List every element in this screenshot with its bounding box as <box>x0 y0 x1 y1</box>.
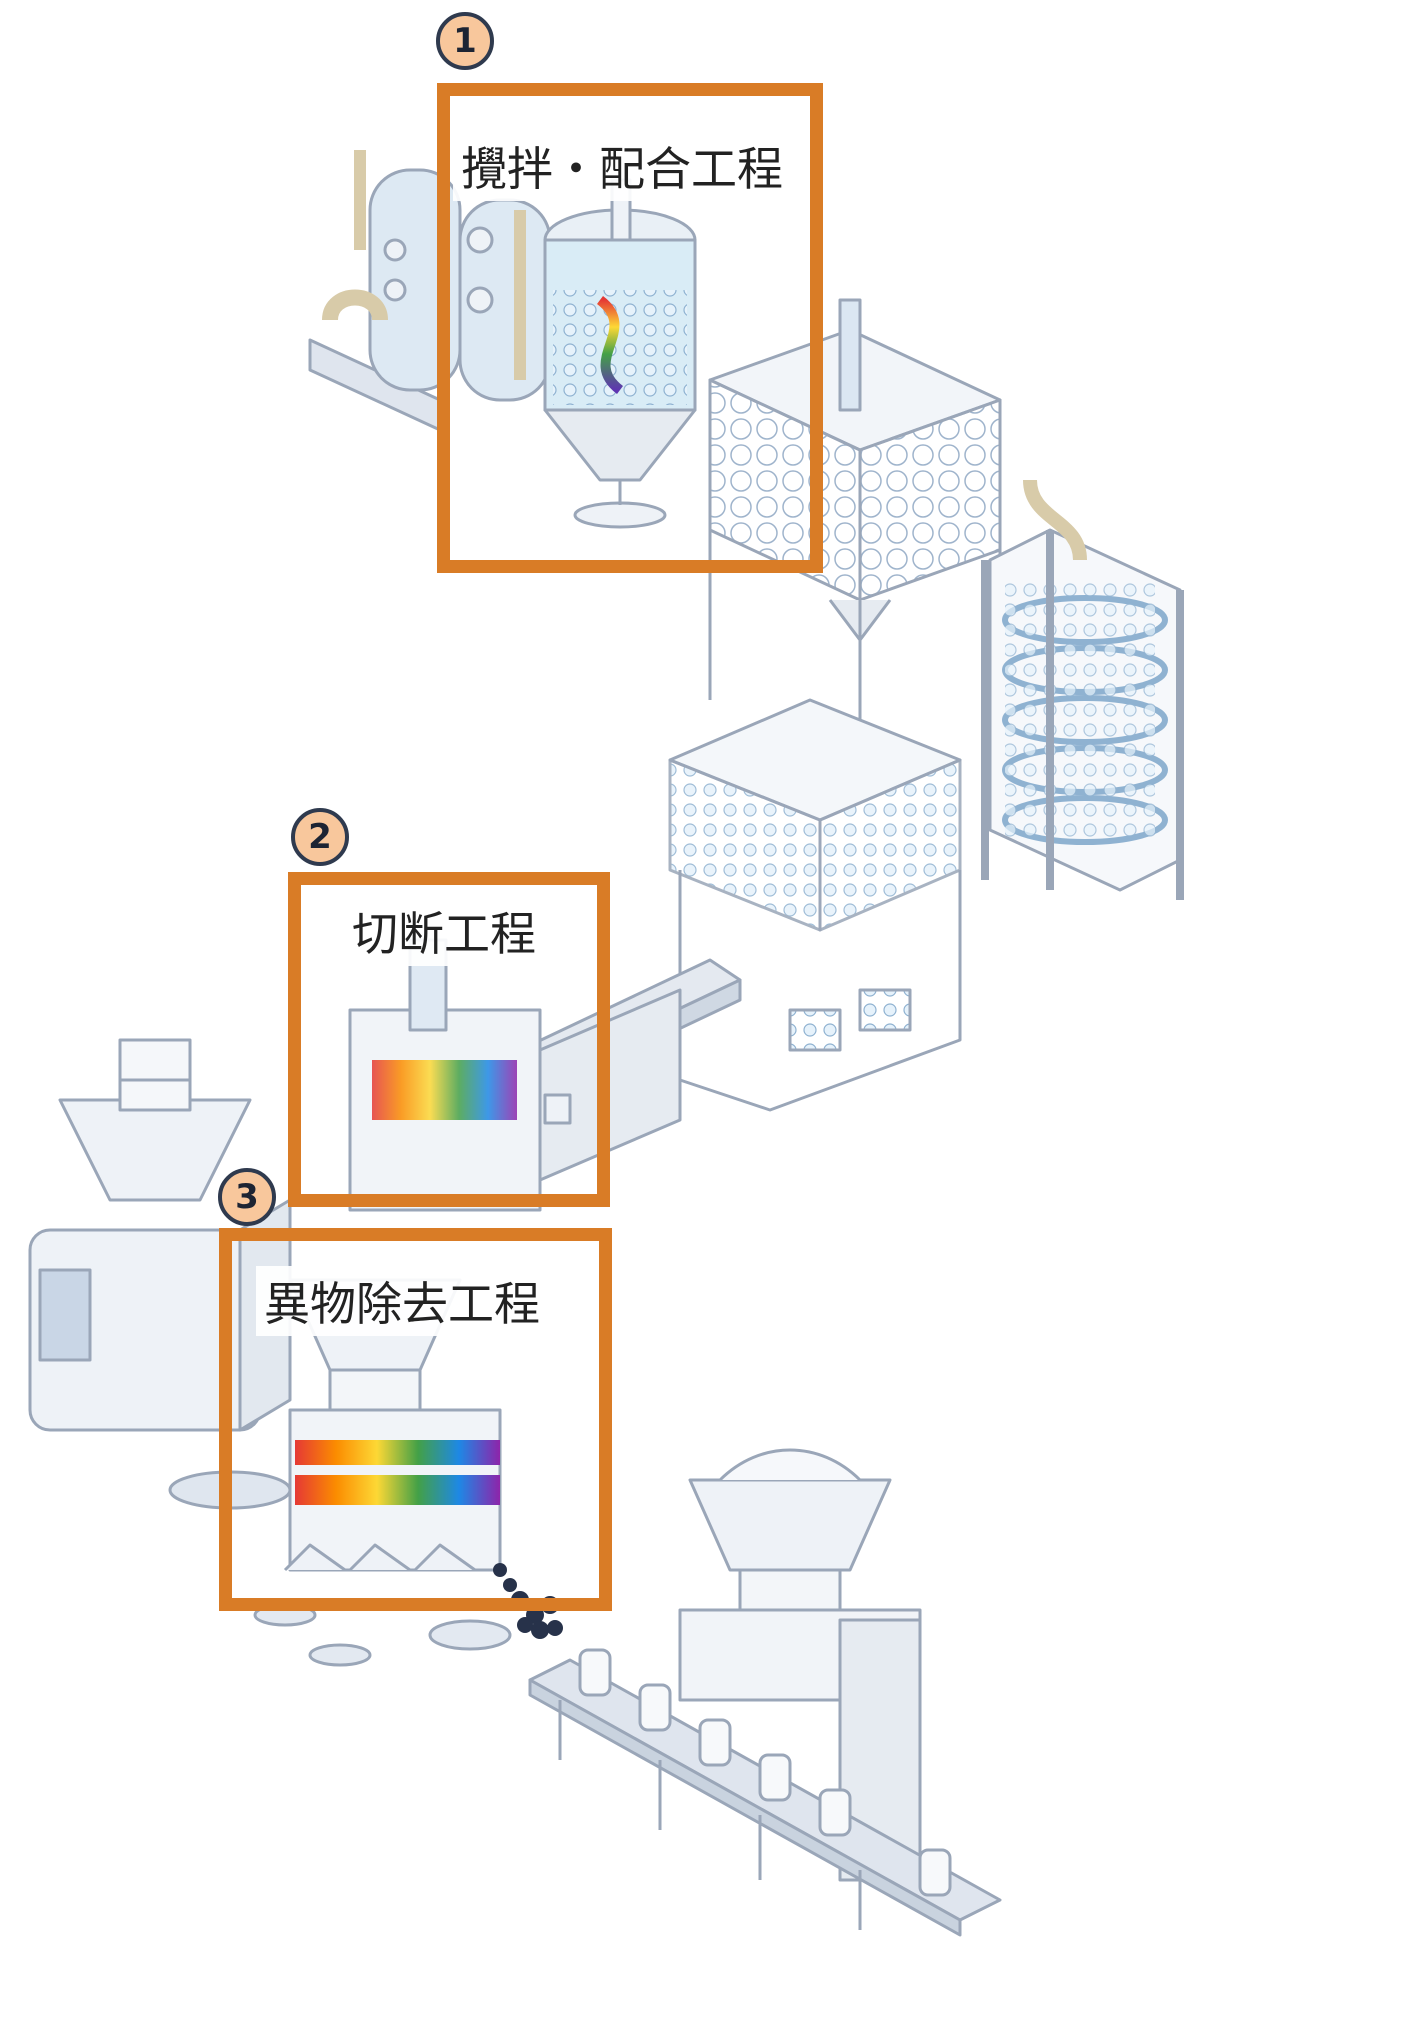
step-2-number: 2 <box>308 817 332 857</box>
step-3-label: 異物除去工程 <box>256 1266 548 1336</box>
step-1-number: 1 <box>453 21 477 61</box>
step-2-badge: 2 <box>291 808 349 866</box>
step-2-frame <box>288 872 610 1207</box>
step-3-number: 3 <box>235 1177 259 1217</box>
step-2-label: 切断工程 <box>344 896 544 966</box>
step-1-frame <box>437 83 823 573</box>
step-1-label: 攪拌・配合工程 <box>453 131 791 201</box>
step-3-frame <box>219 1228 612 1611</box>
step-3-badge: 3 <box>218 1168 276 1226</box>
step-1-badge: 1 <box>436 12 494 70</box>
